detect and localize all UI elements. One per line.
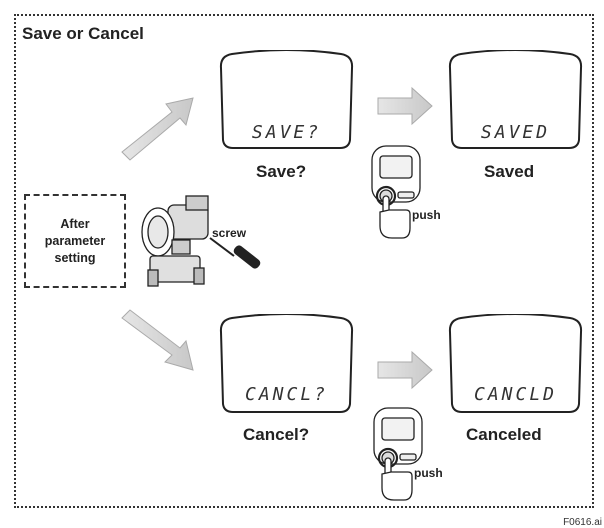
- lcd-display-icon-saved: SAVED: [447, 50, 584, 150]
- lcd-text-canceled: CANCLD: [473, 384, 558, 405]
- transmitter-icon: [141, 195, 209, 287]
- push-hand-icon-top: [379, 195, 411, 239]
- screwdriver-icon: [209, 237, 261, 269]
- figure-id: F0616.ai: [563, 517, 602, 528]
- diagram-frame: [14, 14, 594, 508]
- diagram-title: Save or Cancel: [22, 24, 144, 43]
- caption-save: Save?: [256, 162, 307, 181]
- keypad-display-icon-top: [371, 145, 421, 207]
- keypad-display-icon-bottom: [373, 407, 423, 469]
- start-box-line1: After: [60, 216, 90, 231]
- start-box-line3: setting: [54, 250, 96, 265]
- caption-saved: Saved: [484, 162, 535, 181]
- push-hand-icon-bottom: [381, 457, 413, 501]
- arrow-icon-diagonal-down: [121, 309, 194, 371]
- after-parameter-setting-box: After parameter setting: [24, 194, 126, 288]
- lcd-display-icon-save: SAVE?: [218, 50, 355, 150]
- caption-cancel: Cancel?: [243, 425, 310, 444]
- lcd-text-save: SAVE?: [251, 122, 322, 143]
- lcd-text-saved: SAVED: [480, 122, 551, 143]
- arrow-icon-right-bottom: [377, 350, 433, 390]
- start-box-line2: parameter: [44, 233, 106, 248]
- arrow-icon-right-top: [377, 86, 433, 126]
- lcd-display-icon-canceled: CANCLD: [447, 314, 584, 414]
- arrow-icon-diagonal-up: [121, 97, 194, 161]
- push-label-bottom: push: [414, 466, 443, 480]
- screw-label: screw: [212, 226, 247, 240]
- push-label-top: push: [412, 208, 441, 222]
- caption-canceled: Canceled: [466, 425, 542, 444]
- lcd-text-cancel: CANCL?: [244, 384, 329, 405]
- lcd-display-icon-cancel: CANCL?: [218, 314, 355, 414]
